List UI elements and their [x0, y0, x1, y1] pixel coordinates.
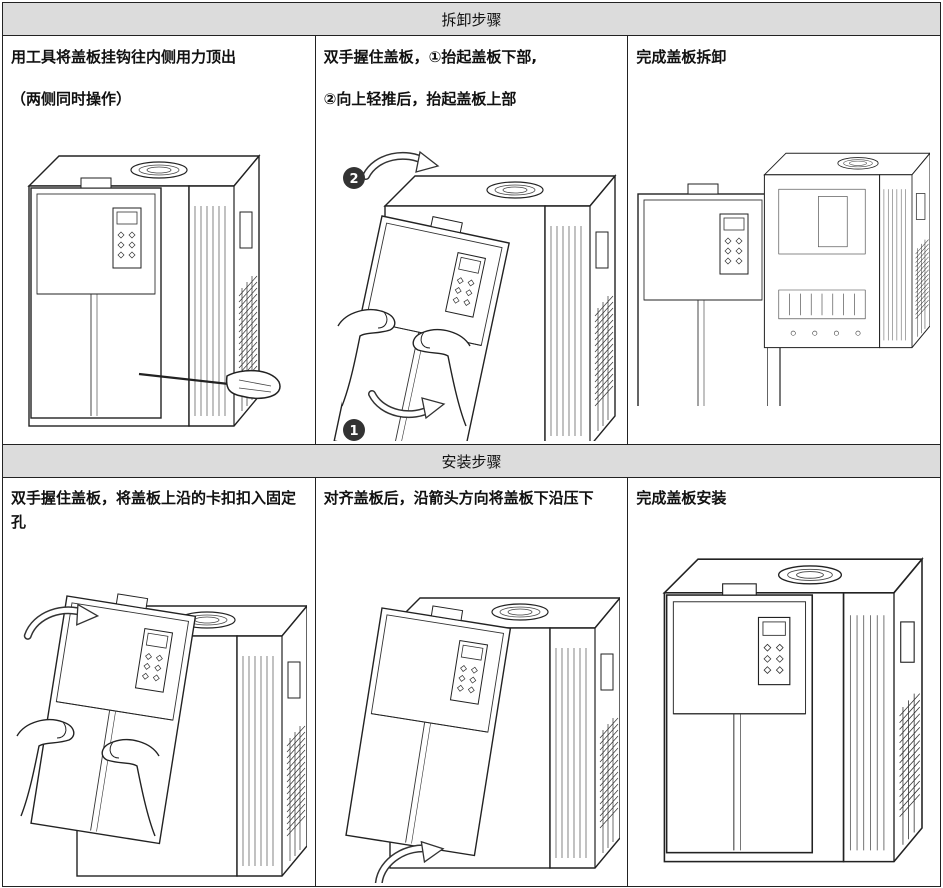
removal-step-2-caption: 双手握住盖板，①抬起盖板下部, ②向上轻推后，抬起盖板上部	[324, 44, 622, 112]
step-badge-1: 1	[342, 419, 365, 441]
removal-step-1-line2: （两侧同时操作）	[11, 90, 132, 108]
section-header-removal: 拆卸步骤	[2, 2, 941, 36]
section-header-installation: 安装步骤	[2, 444, 941, 478]
install-step-2-caption: 对齐盖板后，沿箭头方向将盖板下沿压下	[323, 489, 594, 507]
removal-step-3-line1: 完成盖板拆卸	[636, 48, 727, 66]
cover-installed-illustration	[663, 558, 924, 863]
install-step-1-caption: 双手握住盖板，将盖板上沿的卡扣扣入固定孔	[11, 489, 297, 531]
screwdriver-prying-cover-illustration	[28, 155, 281, 427]
hands-hooking-cover-illustration	[16, 585, 307, 877]
install-step-1: 双手握住盖板，将盖板上沿的卡扣扣入固定孔	[2, 477, 316, 887]
step-badge-2: 2	[342, 167, 365, 189]
install-step-2: 对齐盖板后，沿箭头方向将盖板下沿压下	[314, 477, 629, 887]
pressing-cover-down-illustration	[344, 597, 620, 883]
hands-lifting-cover-illustration: 2 1	[333, 136, 616, 441]
removal-step-1-line1: 用工具将盖板挂钩往内侧用力顶出	[11, 48, 237, 66]
install-step-3-caption: 完成盖板安装	[636, 489, 727, 507]
step-badge-1-label: 1	[349, 424, 358, 439]
removal-step-3: 完成盖板拆卸	[627, 35, 941, 445]
removal-step-2: 双手握住盖板，①抬起盖板下部, ②向上轻推后，抬起盖板上部 2	[314, 35, 629, 445]
cover-removed-illustration	[637, 152, 931, 406]
removal-step-3-caption: 完成盖板拆卸	[636, 44, 934, 70]
install-step-3: 完成盖板安装	[627, 477, 941, 887]
removal-step-2-line1: 双手握住盖板，①抬起盖板下部,	[323, 48, 538, 66]
step-badge-2-label: 2	[349, 172, 358, 187]
removal-step-1-caption: 用工具将盖板挂钩往内侧用力顶出 （两侧同时操作）	[11, 44, 309, 112]
removal-step-1: 用工具将盖板挂钩往内侧用力顶出 （两侧同时操作）	[2, 35, 316, 445]
removal-step-2-line2: ②向上轻推后，抬起盖板上部	[323, 90, 517, 108]
